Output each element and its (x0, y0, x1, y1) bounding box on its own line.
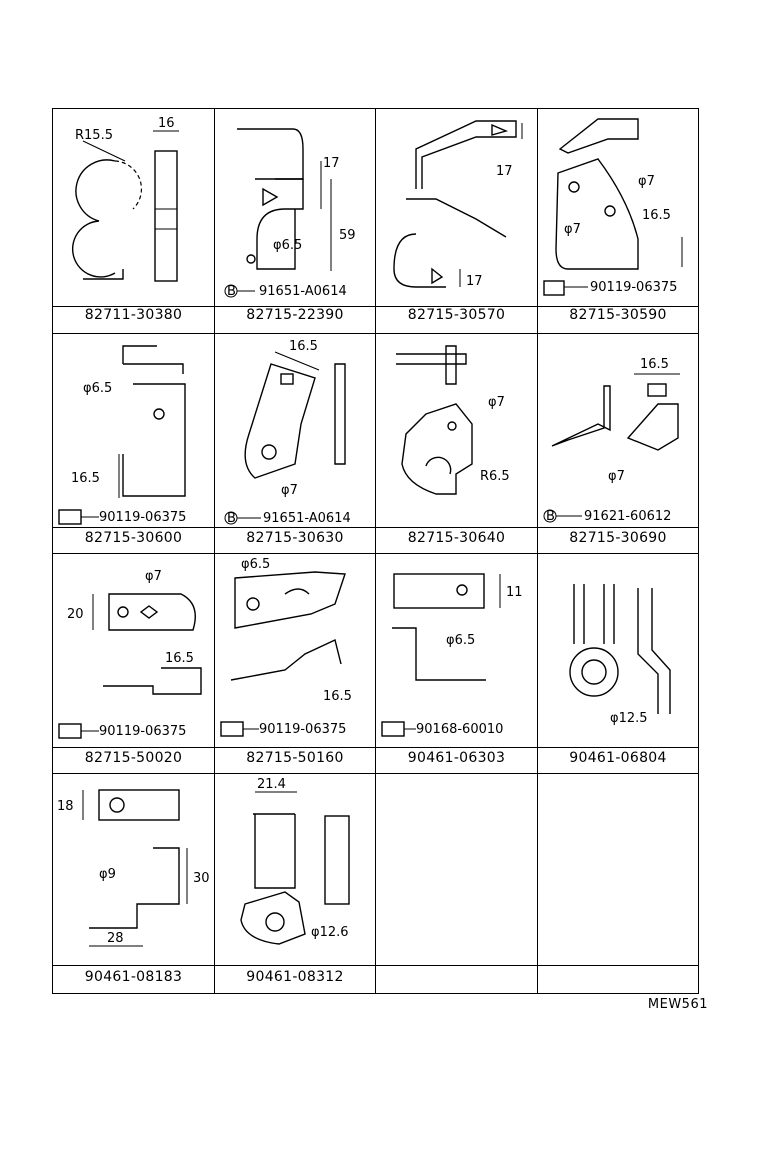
hardware-bolt: 90119-06375 (99, 510, 186, 525)
hardware-bolt: 90119-06375 (259, 722, 346, 737)
bracket-drawing: 17 59 φ6.5 B 91651-A0614 (224, 128, 356, 299)
dim-width: 16.5 (640, 357, 669, 372)
part-number: 82715-30630 (246, 530, 344, 546)
dim-height: 18 (57, 799, 74, 814)
hardware-bolt: 91621-60612 (584, 509, 671, 524)
bracket-drawing: 17 17 (393, 120, 523, 289)
dim-length: 28 (107, 931, 124, 946)
dim-width: 16.5 (289, 339, 318, 354)
part-cell-15-empty (376, 774, 538, 994)
part-number: 82715-22390 (246, 307, 344, 323)
part-number: 82715-50020 (84, 750, 183, 766)
bracket-drawing: φ7 φ7 16.5 90119-06375 (543, 118, 683, 296)
dim-hole: φ7 (145, 569, 162, 584)
part-number: 82715-30600 (84, 530, 183, 546)
part-number: 82715-30640 (407, 530, 506, 546)
hardware-bolt: 91651-A0614 (263, 511, 351, 526)
part-number: 82715-30590 (569, 307, 667, 323)
part-cell-16-empty (538, 774, 698, 994)
bracket-drawing: 16.5 φ7 B 91621-60612 (543, 357, 680, 524)
part-cell-8: 16.5 φ7 B 91621-60612 82715-30690 (538, 334, 698, 554)
dim-hole: φ12.6 (311, 925, 349, 940)
terminal-drawing: φ12.5 (569, 584, 671, 726)
terminal-drawing: 21.4 φ12.6 (240, 777, 350, 945)
bracket-drawing: 16.5 φ7 B 91651-A0614 (224, 339, 351, 526)
parts-grid: R15.5 16 82711-30380 17 59 φ6.5 (52, 108, 699, 994)
dim-width: 21.4 (257, 777, 286, 792)
divider (53, 747, 698, 748)
dim-hole: φ6.5 (273, 238, 302, 253)
terminal-drawing: 18 φ9 30 28 (57, 789, 210, 947)
dim-width: 16.5 (165, 651, 194, 666)
part-cell-13: 18 φ9 30 28 90461-08183 (53, 774, 215, 994)
divider (53, 527, 698, 528)
dim-width: 16 (158, 116, 175, 131)
hardware-bolt: 90119-06375 (590, 280, 677, 295)
bracket-drawing: φ7 R6.5 (396, 345, 510, 495)
hardware-bolt: 91651-A0614 (259, 284, 347, 299)
bracket-drawing: 20 φ7 16.5 90119-06375 (58, 569, 202, 739)
dim-hole-lower: φ7 (564, 222, 581, 237)
part-cell-6: 16.5 φ7 B 91651-A0614 82715-30630 (215, 334, 376, 554)
part-number: 82715-50160 (246, 750, 344, 766)
reference-code: MEW561 (647, 997, 708, 1012)
dim-radius: R15.5 (75, 128, 113, 143)
dim-height: 11 (506, 585, 523, 600)
part-cell-9: 20 φ7 16.5 90119-06375 82715-50020 (53, 554, 215, 774)
bracket-drawing: φ6.5 16.5 90119-06375 (220, 557, 352, 737)
dim-17: 17 (323, 156, 340, 171)
dim-radius: R6.5 (480, 469, 510, 484)
dim-height: 16.5 (642, 208, 671, 223)
dim-hole: φ7 (281, 483, 298, 498)
dim-59: 59 (339, 228, 356, 243)
part-number: 82711-30380 (84, 307, 183, 323)
part-cell-7: φ7 R6.5 82715-30640 (376, 334, 538, 554)
hardware-bolt: 90168-60010 (416, 722, 503, 737)
part-number: 90461-08312 (246, 969, 344, 985)
dim-hole: φ6.5 (83, 381, 112, 396)
dim-17-top: 17 (496, 164, 513, 179)
dim-17-bottom: 17 (466, 274, 483, 289)
part-cell-5: φ6.5 16.5 90119-06375 82715-30600 (53, 334, 215, 554)
dim-height: 20 (67, 607, 84, 622)
dim-hole: φ9 (99, 867, 116, 882)
part-cell-2: 17 59 φ6.5 B 91651-A0614 82715-22390 (215, 109, 376, 334)
part-number: 82715-30690 (569, 530, 667, 546)
part-cell-11: 11 φ6.5 90168-60010 90461-06303 (376, 554, 538, 774)
dim-hole: φ6.5 (446, 633, 475, 648)
dim-hole: φ6.5 (241, 557, 270, 572)
part-cell-3: 17 17 82715-30570 (376, 109, 538, 334)
part-number: 90461-06303 (407, 750, 506, 766)
hardware-bolt: 90119-06375 (99, 724, 186, 739)
svg-text:B: B (227, 284, 236, 299)
divider (53, 965, 698, 966)
part-number: 82715-30570 (407, 307, 506, 323)
svg-text:B: B (227, 511, 236, 526)
divider (53, 306, 698, 307)
dim-hole: φ7 (488, 395, 505, 410)
dim-hole: φ12.5 (610, 711, 648, 726)
part-cell-12: φ12.5 90461-06804 (538, 554, 698, 774)
bracket-drawing: φ6.5 16.5 90119-06375 (58, 345, 186, 525)
dim-hole: φ7 (608, 469, 625, 484)
part-number: 90461-06804 (569, 750, 667, 766)
part-cell-4: φ7 φ7 16.5 90119-06375 82715-30590 (538, 109, 698, 334)
part-number: 90461-08183 (84, 969, 183, 985)
svg-text:B: B (546, 509, 555, 524)
bracket-drawing: 11 φ6.5 90168-60010 (381, 573, 523, 737)
clamp-drawing: R15.5 16 (72, 116, 179, 282)
dim-side: 30 (193, 871, 210, 886)
dim-hole-upper: φ7 (638, 174, 655, 189)
part-cell-10: φ6.5 16.5 90119-06375 82715-50160 (215, 554, 376, 774)
part-cell-14: 21.4 φ12.6 90461-08312 (215, 774, 376, 994)
dim-width: 16.5 (323, 689, 352, 704)
part-cell-1: R15.5 16 82711-30380 (53, 109, 215, 334)
dim-height: 16.5 (71, 471, 100, 486)
